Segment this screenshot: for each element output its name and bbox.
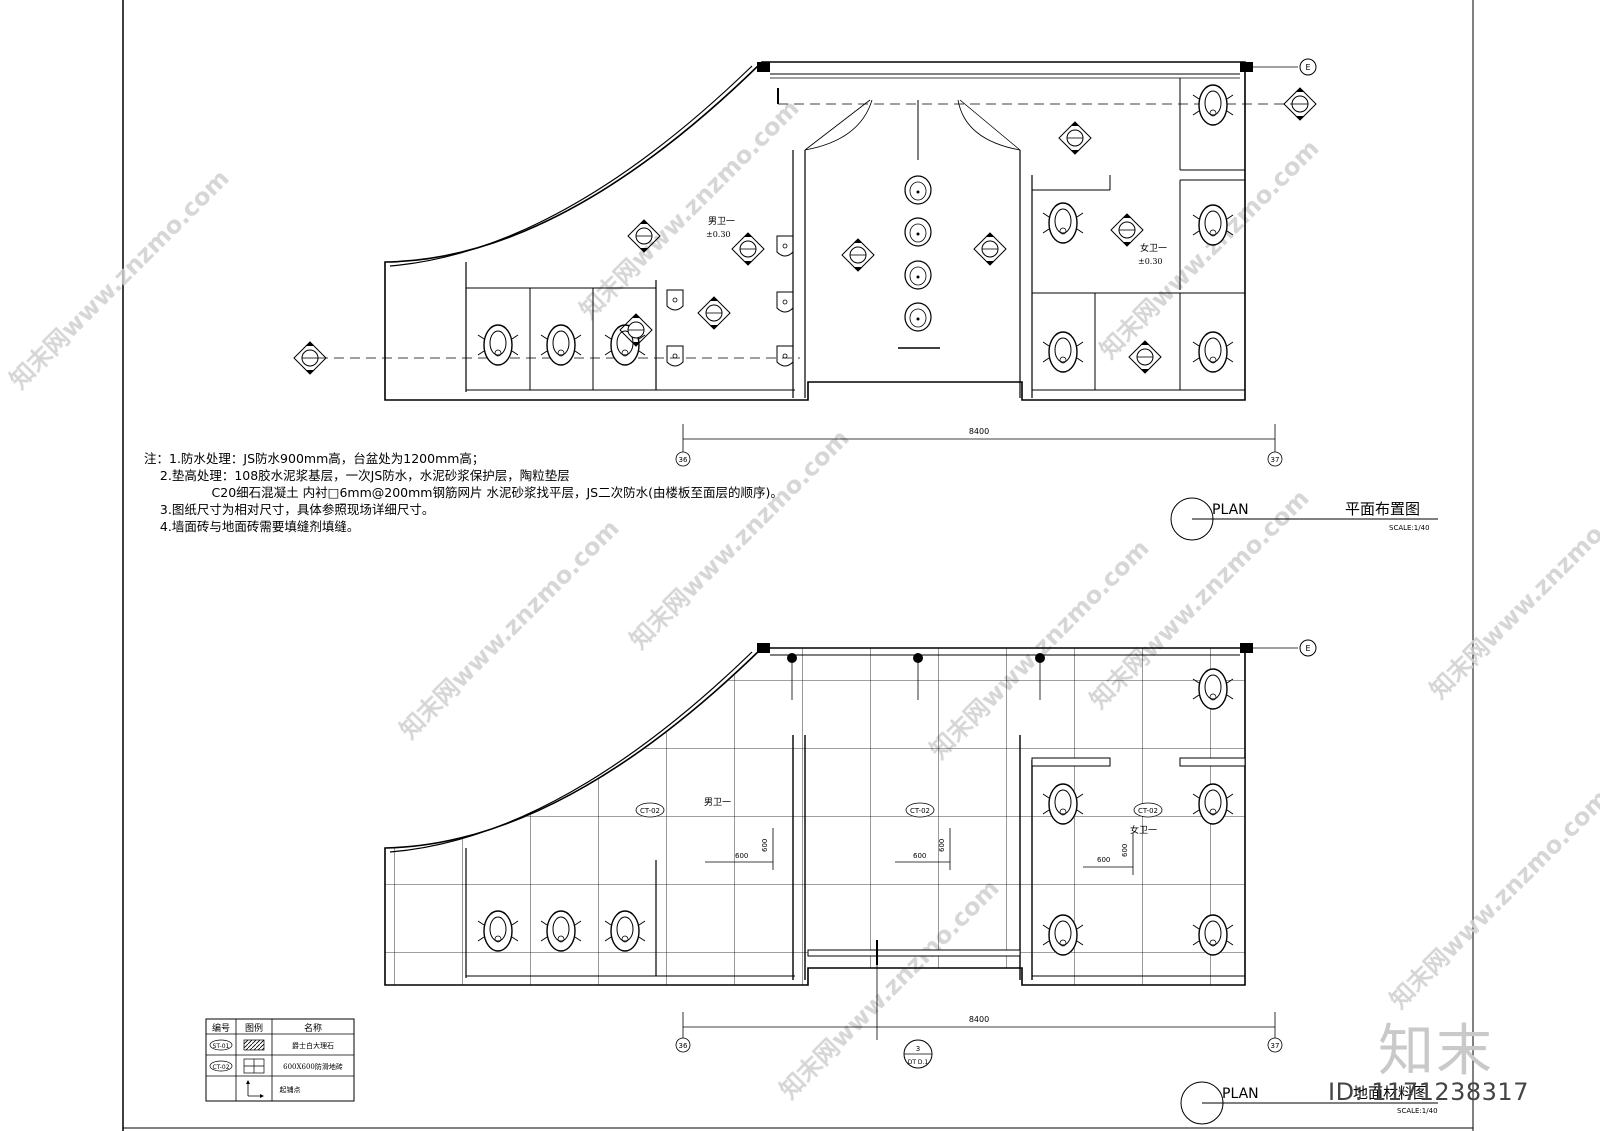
material-tag: CT-02 xyxy=(910,807,930,815)
plan-title-cn: 地面材料图 xyxy=(1353,1084,1428,1102)
dimension-label: 8400 xyxy=(969,1015,989,1024)
room-label-male: 男卫一 xyxy=(708,216,735,227)
section-marker-top: 3 xyxy=(916,1045,920,1053)
section-marker-bottom: DT D.1 xyxy=(908,1059,929,1066)
room-label-male: 男卫一 xyxy=(704,797,731,808)
tile-dim: 600 xyxy=(938,839,946,852)
note-line: 4.墙面砖与地面砖需要填缝剂填缝。 xyxy=(144,519,360,534)
tile-dim: 600 xyxy=(735,852,748,860)
note-line: 注：1.防水处理：JS防水900mm高，台盆处为1200mm高； xyxy=(144,451,485,466)
plan-layout-drawing: E 男卫一 ±0.30 女卫一 ±0.30 8400 36 37 PLAN 平面… xyxy=(293,58,1438,541)
material-tag: CT-02 xyxy=(1138,807,1158,815)
floor-material-drawing: CT-02 CT-02 CT-02 男卫一 女卫一 600 600 600 60… xyxy=(384,639,1438,1125)
room-level-male: ±0.30 xyxy=(706,230,731,239)
tile-dim: 600 xyxy=(761,839,769,852)
note-line: 3.图纸尺寸为相对尺寸，具体参照现场详细尺寸。 xyxy=(144,502,435,517)
legend-code: CT-02 xyxy=(212,1064,229,1071)
note-line: 2.垫高处理：108胶水泥浆基层，一次JS防水，水泥砂浆保护层，陶粒垫层 xyxy=(144,468,570,483)
tile-dim: 600 xyxy=(1097,856,1110,864)
grid-label-e: E xyxy=(1305,644,1310,653)
legend-header-name: 名称 xyxy=(304,1022,322,1034)
tile-dim: 600 xyxy=(913,852,926,860)
legend-header-code: 编号 xyxy=(212,1022,230,1034)
axis-label-left: 36 xyxy=(679,1042,688,1050)
sheet-frame xyxy=(122,0,1474,1131)
dimension-label: 8400 xyxy=(969,427,989,436)
legend-table: 编号 图例 名称 ST-01 爵士白大理石 CT-02 600X600防滑地砖 … xyxy=(205,1018,355,1102)
design-notes: 注：1.防水处理：JS防水900mm高，台盆处为1200mm高； 2.垫高处理：… xyxy=(144,450,783,535)
tile-dim: 600 xyxy=(1121,844,1129,857)
watermark-text: 知末网www.znzmo.com xyxy=(1384,784,1600,1014)
watermark-text: 知末网www.znzmo.com xyxy=(4,164,234,394)
legend-name: 600X600防滑地砖 xyxy=(283,1062,343,1071)
material-tag: CT-02 xyxy=(640,807,660,815)
axis-label-right: 37 xyxy=(1271,456,1280,464)
watermark-text: 知末网www.znzmo.com xyxy=(1424,474,1600,704)
brand-logo: 知末 xyxy=(1378,1019,1494,1084)
plan-title-cn: 平面布置图 xyxy=(1345,500,1420,518)
room-label-female: 女卫一 xyxy=(1130,824,1157,836)
room-level-female: ±0.30 xyxy=(1138,257,1163,266)
plan-title-en: PLAN xyxy=(1212,502,1249,518)
plan-scale: SCALE:1/40 xyxy=(1389,524,1430,532)
axis-label-left: 36 xyxy=(679,456,688,464)
legend-code: ST-01 xyxy=(213,1043,230,1050)
watermark-text: 知末网www.znzmo.com xyxy=(574,94,804,324)
note-line: C20细石混凝土 内衬□6mm@200mm钢筋网片 水泥砂浆找平层，JS二次防水… xyxy=(144,485,783,500)
room-label-female: 女卫一 xyxy=(1140,242,1167,254)
watermark-text: 知末网www.znzmo.com xyxy=(394,514,624,744)
grid-label-e: E xyxy=(1305,63,1310,72)
legend-name: 起铺点 xyxy=(280,1085,301,1094)
watermark-text: 知末网www.znzmo.com xyxy=(1094,134,1324,364)
plan-scale: SCALE:1/40 xyxy=(1397,1107,1438,1115)
legend-header-symbol: 图例 xyxy=(245,1022,263,1034)
plan-title-en: PLAN xyxy=(1222,1086,1259,1102)
image-id: ID: 1171238317 xyxy=(1328,1078,1529,1106)
legend-name: 爵士白大理石 xyxy=(292,1041,334,1050)
axis-label-right: 37 xyxy=(1271,1042,1280,1050)
